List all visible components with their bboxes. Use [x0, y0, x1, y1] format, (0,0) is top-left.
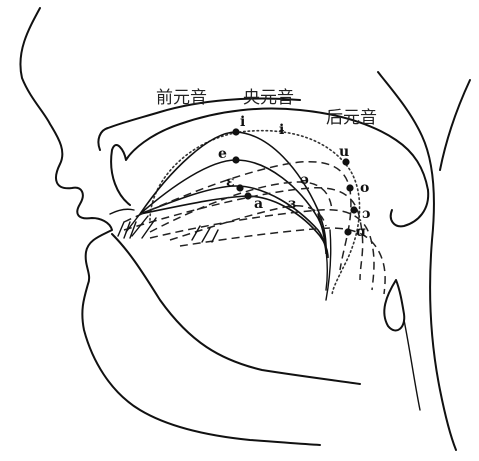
face-profile — [20, 8, 320, 445]
label-vowel-a: a — [254, 196, 263, 212]
label-vowel-o: o — [360, 180, 369, 196]
dot-epsilon — [236, 184, 243, 191]
tongue-tip-hatching — [126, 214, 218, 242]
label-vowel-epsilon: ɛ — [226, 174, 235, 190]
epiglottis — [384, 280, 404, 330]
hard-palate — [111, 109, 428, 205]
neck-back — [440, 80, 470, 170]
label-vowel-reversed-epsilon: ɜ — [288, 196, 296, 212]
label-vowel-barred-i: ɨ — [279, 122, 284, 138]
upper-lip — [110, 209, 134, 214]
label-vowel-alpha: ɑ — [356, 224, 366, 240]
dot-open-o — [350, 206, 357, 213]
label-vowel-e: e — [218, 146, 227, 162]
label-vowel-i: i — [240, 114, 245, 130]
dot-i — [232, 128, 239, 135]
lower-jaw — [112, 234, 360, 384]
label-vowel-u: u — [339, 144, 349, 160]
larynx-line — [404, 320, 420, 410]
label-vowel-open-o: ɔ — [362, 206, 371, 222]
tongue-open-o — [150, 210, 374, 290]
tongue-alpha — [180, 228, 385, 294]
dot-e — [232, 156, 239, 163]
label-central-vowels: 央元音 — [243, 88, 294, 108]
label-vowel-schwa: ə — [300, 172, 309, 188]
dot-alpha — [344, 228, 351, 235]
dot-o — [346, 184, 353, 191]
tongue-roots — [318, 214, 331, 300]
dot-a — [244, 192, 251, 199]
label-back-vowels: 后元音 — [326, 108, 377, 128]
label-front-vowels: 前元音 — [156, 88, 207, 108]
velum — [391, 190, 428, 226]
